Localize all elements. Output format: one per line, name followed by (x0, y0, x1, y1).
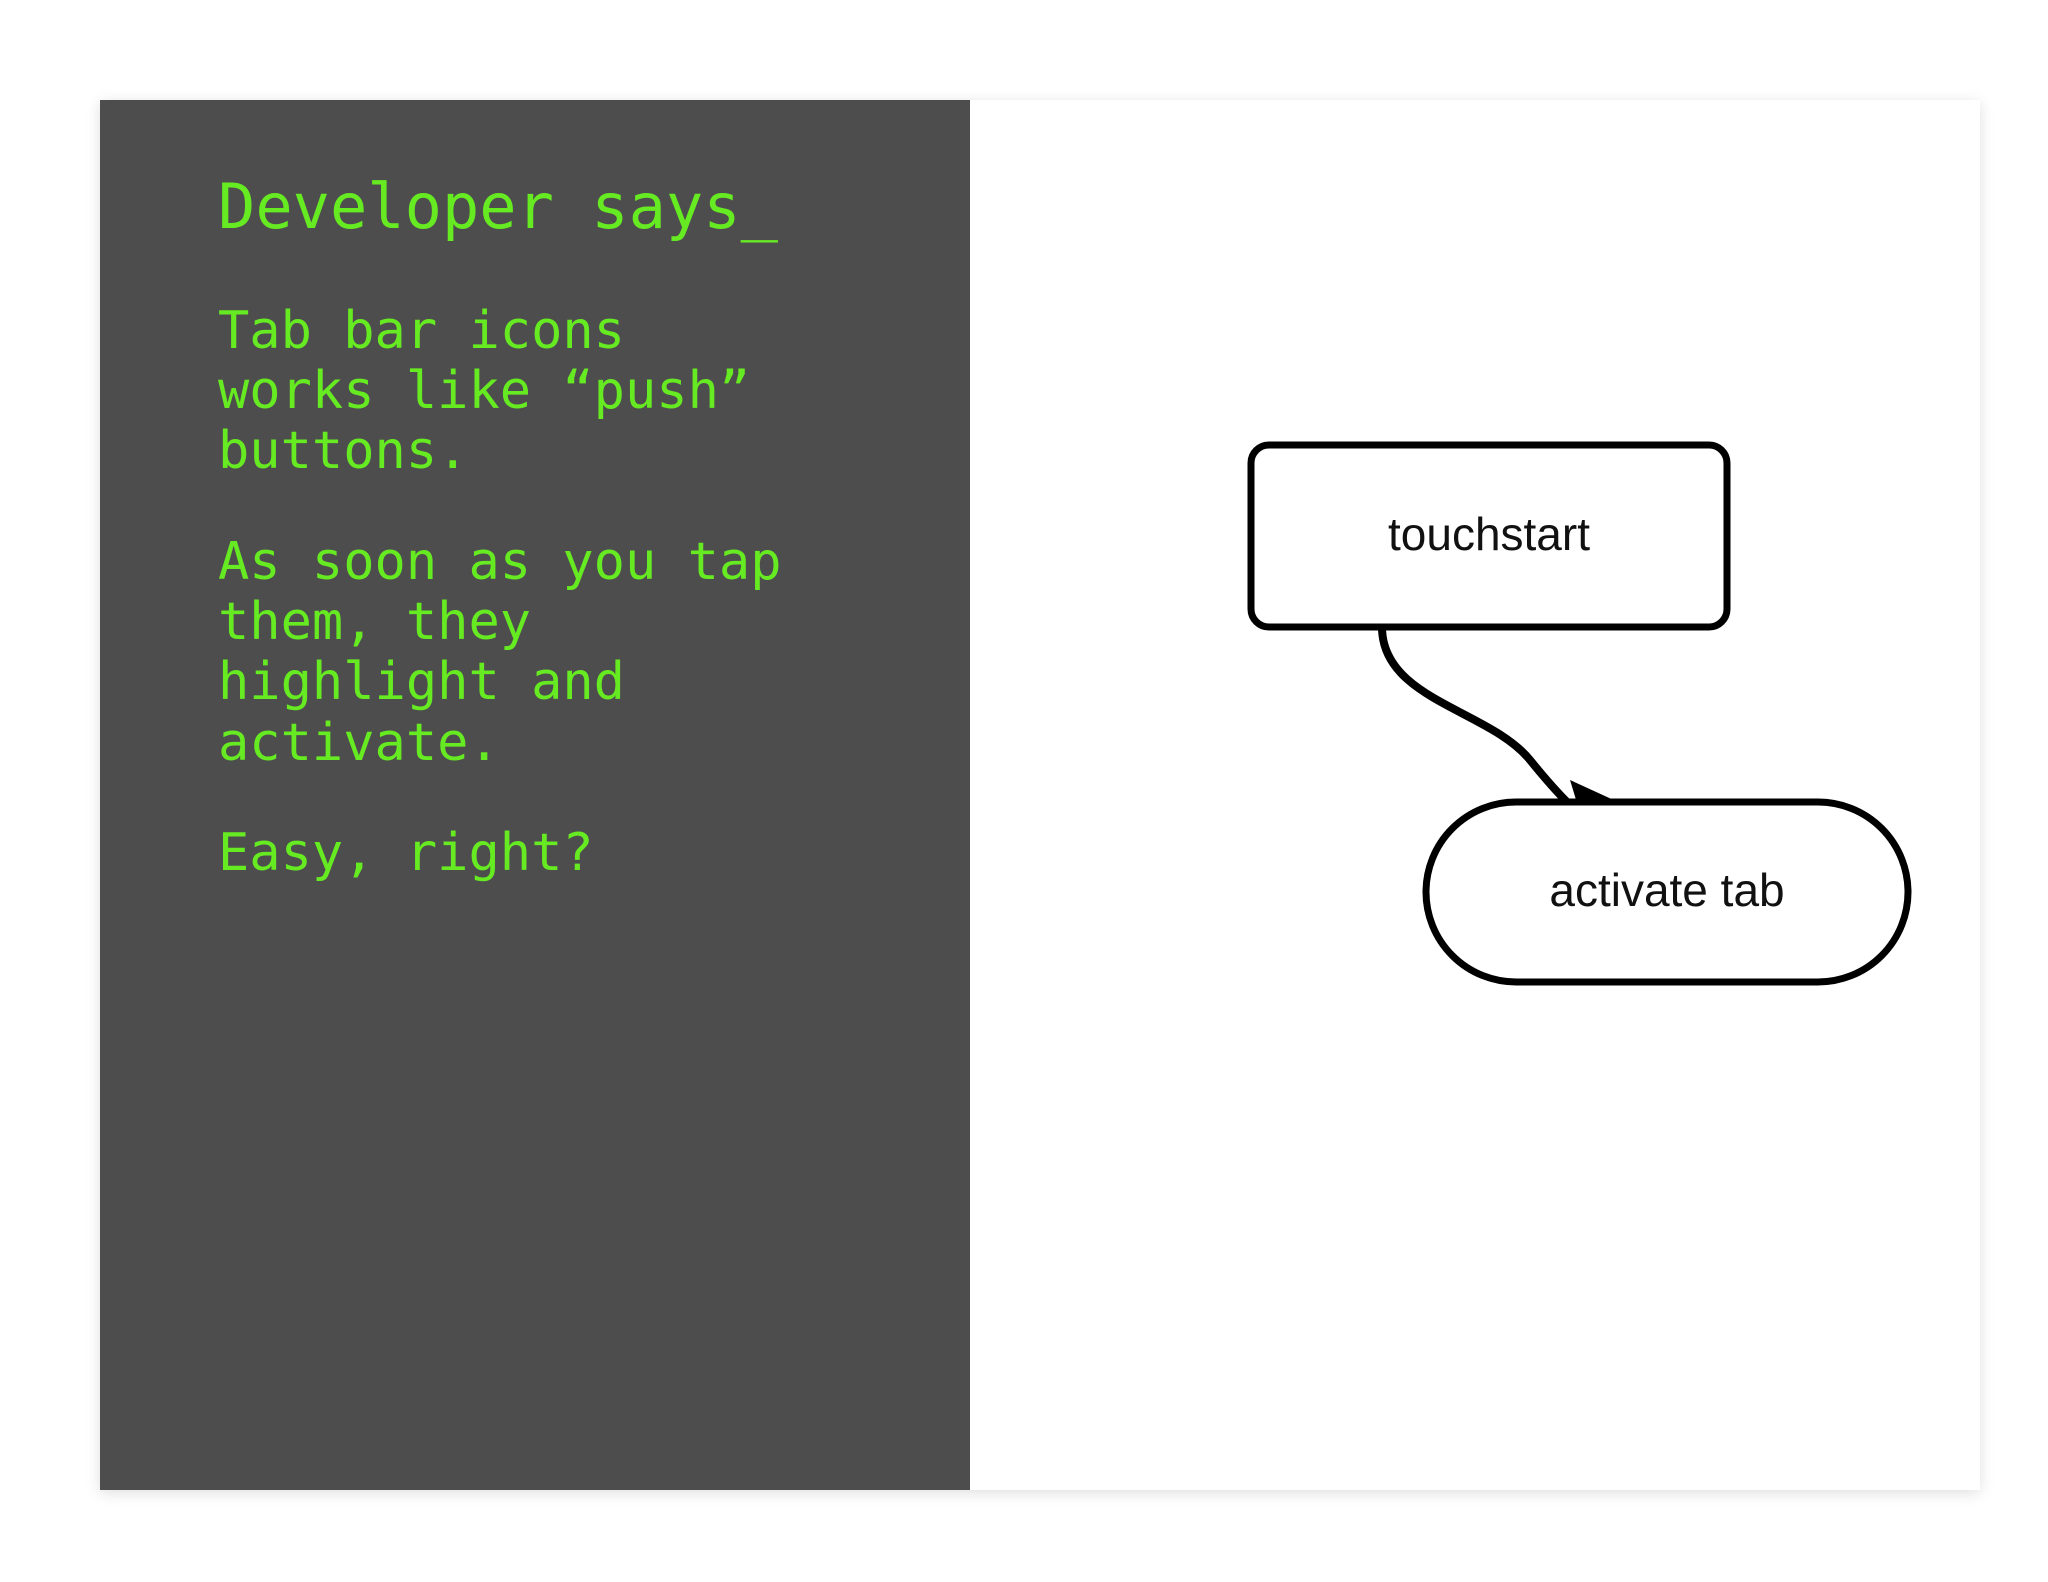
panel-title: Developer says_ (218, 170, 778, 243)
node-touchstart[interactable]: touchstart (1247, 441, 1731, 631)
panel-paragraph-2: As soon as you tap them, they highlight … (218, 531, 782, 773)
node-activate-tab[interactable]: activate tab (1422, 798, 1912, 986)
panel-text-block: Developer says_ Tab bar icons works like… (218, 170, 958, 883)
flowchart-svg: touchstart activate tab (1247, 441, 1912, 986)
node-activate-tab-label: activate tab (1549, 864, 1784, 916)
node-touchstart-label: touchstart (1388, 508, 1590, 560)
developer-says-panel: Developer says_ Tab bar icons works like… (100, 100, 970, 1490)
panel-paragraph-3: Easy, right? (218, 822, 594, 883)
edge-touchstart-to-activate-tab (1378, 626, 1618, 826)
slide: Developer says_ Tab bar icons works like… (100, 100, 1980, 1490)
edge-path (1378, 626, 1587, 821)
flowchart-area: touchstart activate tab (970, 100, 1980, 1490)
node-activate-tab-shape (1422, 798, 1912, 986)
panel-paragraph-1: Tab bar icons works like “push” buttons. (218, 300, 751, 482)
node-touchstart-shape (1247, 441, 1731, 631)
